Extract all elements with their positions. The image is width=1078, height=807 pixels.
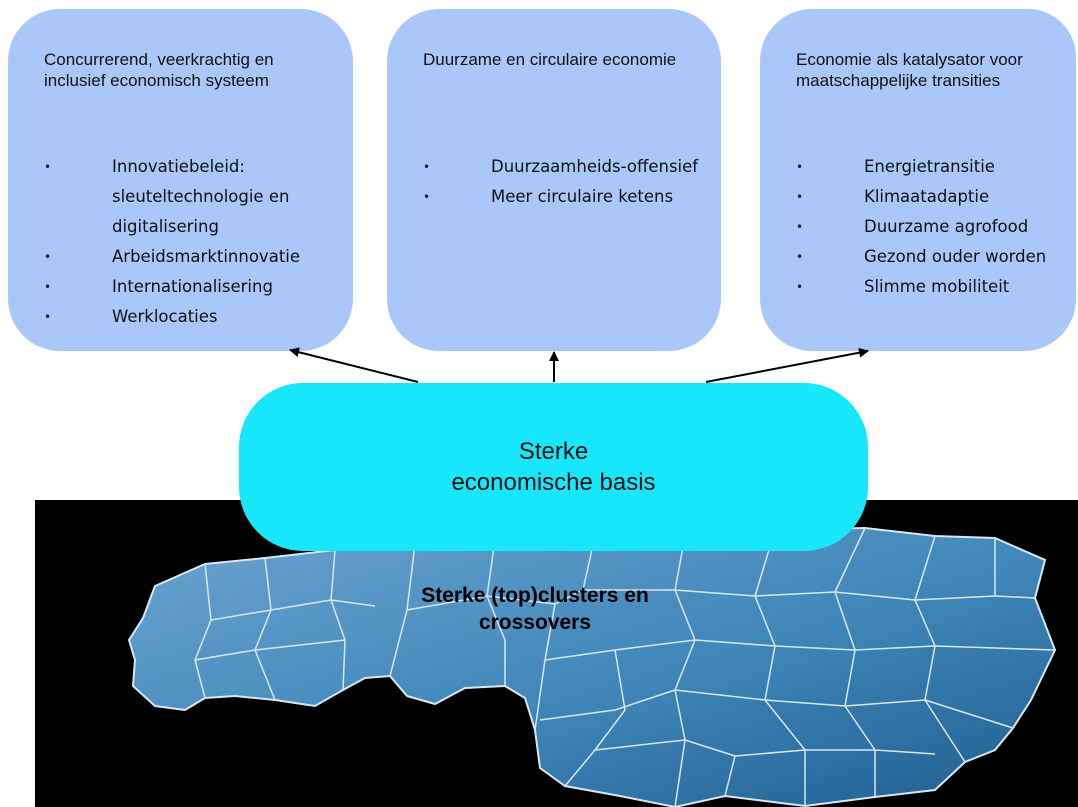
theme-box-title: Duurzame en circulaire economie	[423, 50, 677, 69]
list-item: Klimaatadaptie	[796, 182, 1076, 212]
list-item: Duurzaamheids-offensief	[423, 152, 713, 182]
map-caption: Sterke (top)clusters en crossovers	[340, 582, 730, 636]
region-outline	[127, 526, 1057, 807]
theme-box-title: Economie als katalysator voor maatschapp…	[796, 50, 1023, 90]
economic-basis-box: Sterke economische basis	[239, 383, 868, 551]
list-item: Innovatiebeleid: sleuteltechnologie en d…	[44, 152, 344, 242]
list-item: Werklocaties	[44, 302, 344, 332]
region-map-panel	[35, 500, 1078, 807]
theme-box-competitive-economy: Concurrerend, veerkrachtig en inclusief …	[8, 9, 353, 351]
list-item: Slimme mobiliteit	[796, 272, 1076, 302]
list-item: Internationalisering	[44, 272, 344, 302]
list-item: Meer circulaire ketens	[423, 182, 713, 212]
theme-box-title: Concurrerend, veerkrachtig en inclusief …	[44, 50, 274, 90]
basis-label-line: Sterke	[518, 438, 589, 465]
list-item: Duurzame agrofood	[796, 212, 1076, 242]
list-item: Gezond ouder worden	[796, 242, 1076, 272]
arrow-to-left-box	[289, 347, 419, 383]
basis-label-line: economische basis	[451, 469, 656, 496]
municipality-borders	[194, 527, 1056, 807]
arrow-to-right-box	[705, 347, 869, 383]
theme-box-list: Innovatiebeleid: sleuteltechnologie en d…	[44, 152, 344, 332]
theme-box-list: Energietransitie Klimaatadaptie Duurzame…	[796, 152, 1076, 302]
theme-box-list: Duurzaamheids-offensief Meer circulaire …	[423, 152, 713, 212]
list-item: Arbeidsmarktinnovatie	[44, 242, 344, 272]
list-item: Energietransitie	[796, 152, 1076, 182]
theme-box-societal-transitions: Economie als katalysator voor maatschapp…	[760, 9, 1076, 351]
region-map	[127, 526, 1057, 807]
map-caption-line: crossovers	[478, 611, 592, 634]
theme-box-circular-economy: Duurzame en circulaire economie Duurzaam…	[387, 9, 721, 351]
map-caption-line: Sterke (top)clusters en	[421, 584, 649, 607]
